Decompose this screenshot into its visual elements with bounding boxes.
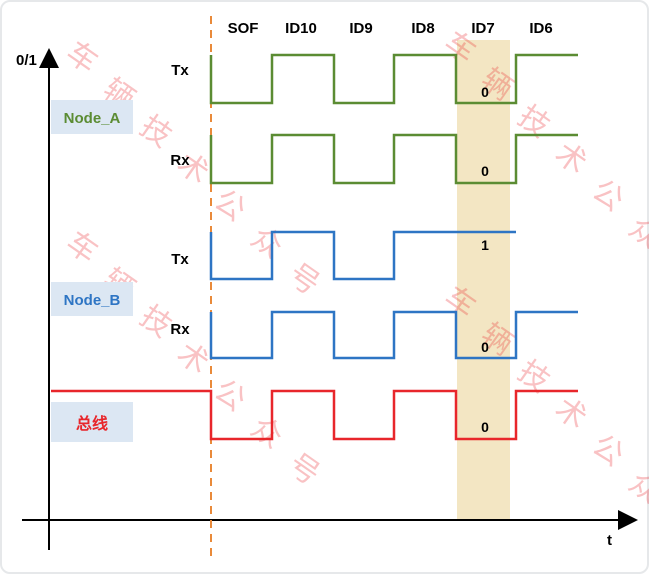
y-axis-label: 0/1 — [16, 52, 37, 69]
watermark-char: 众 — [622, 210, 649, 256]
watermark-char: 车 — [59, 35, 104, 81]
node-a-label: Node_A — [64, 110, 121, 127]
watermark-char: 众 — [244, 220, 289, 266]
bit-header-sof: SOF — [228, 20, 259, 37]
watermark-char: 公 — [585, 428, 630, 474]
watermark-char: 号 — [281, 257, 326, 303]
watermark-char: 公 — [207, 183, 252, 229]
watermark-char: 公 — [585, 173, 630, 219]
node-a-tx-label: Tx — [171, 62, 189, 79]
node-b-rx-id7-value: 0 — [481, 339, 489, 355]
bit-header-id6: ID6 — [529, 20, 552, 37]
watermark-char: 号 — [281, 447, 326, 493]
bit-header-id8: ID8 — [411, 20, 434, 37]
watermark-char: 术 — [548, 136, 593, 182]
node-a-rx-waveform — [209, 133, 578, 185]
node-a-tx-id7-value: 0 — [481, 84, 489, 100]
bus-label: 总线 — [76, 414, 108, 433]
node-b-label: Node_B — [64, 292, 121, 309]
node-a-tx-waveform — [209, 53, 578, 105]
watermark-char: 众 — [622, 465, 649, 511]
x-axis-label: t — [607, 532, 612, 549]
watermark-char: 术 — [548, 391, 593, 437]
bit-header-id7: ID7 — [471, 20, 494, 37]
watermark-char: 技 — [133, 109, 178, 155]
id7-highlight-band — [457, 40, 510, 520]
watermark-char: 众 — [244, 410, 289, 456]
node-a-rx-id7-value: 0 — [481, 163, 489, 179]
node-b-tx-label: Tx — [171, 251, 189, 268]
node-b-tx-id7-value: 1 — [481, 237, 489, 253]
node-a-rx-label: Rx — [170, 152, 190, 169]
watermark-char: 车 — [59, 225, 104, 271]
node-b-tx-waveform — [209, 230, 516, 281]
bus-id7-value: 0 — [481, 419, 489, 435]
watermark-char: 公 — [207, 373, 252, 419]
bus-waveform — [51, 389, 578, 441]
bus-label-box — [51, 402, 133, 442]
bit-header-id9: ID9 — [349, 20, 372, 37]
node-b-rx-waveform — [209, 310, 578, 360]
node-a-label-box — [51, 100, 133, 134]
node-b-rx-label: Rx — [170, 321, 190, 338]
node-b-label-box — [51, 282, 133, 316]
bit-header-id10: ID10 — [285, 20, 317, 37]
watermark-char: 技 — [511, 354, 556, 400]
watermark-char: 术 — [170, 336, 215, 382]
watermark-char: 技 — [511, 99, 556, 145]
